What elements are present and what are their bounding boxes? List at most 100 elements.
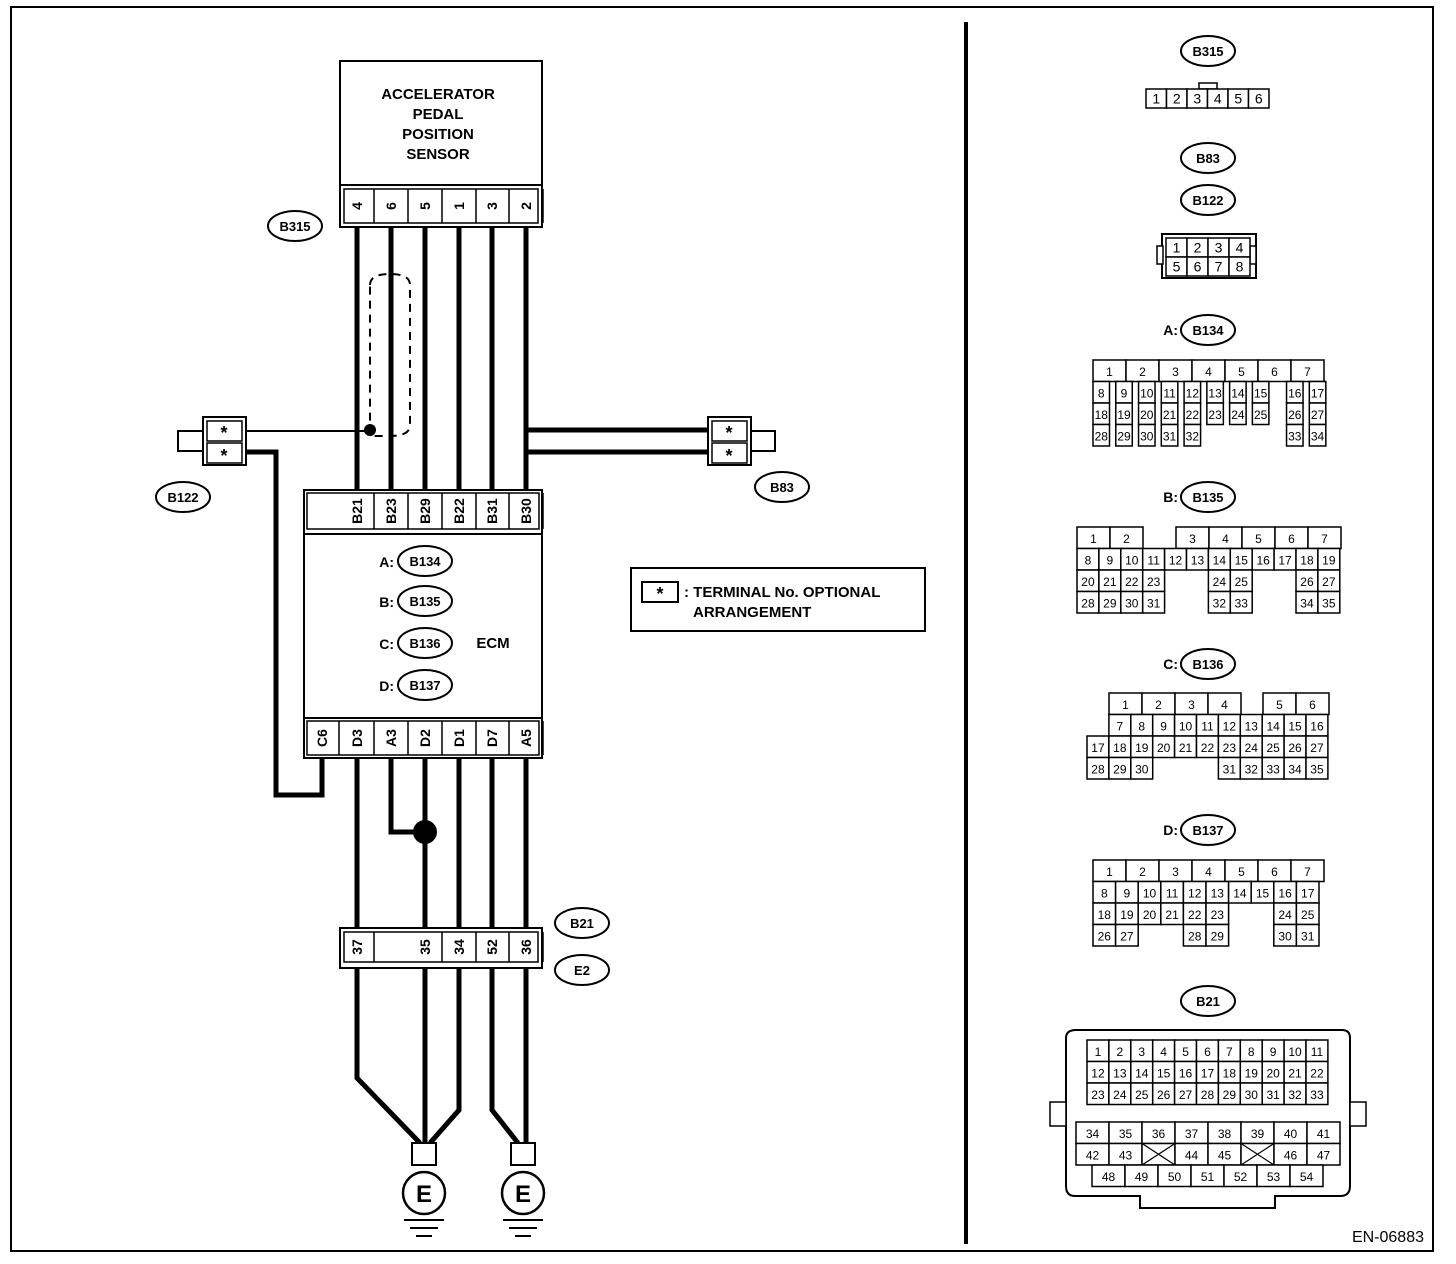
b21-pin-48: 48 [1091, 1164, 1126, 1188]
svg-text:6: 6 [1204, 1045, 1211, 1059]
svg-text:1: 1 [451, 202, 467, 210]
svg-text:1: 1 [1152, 91, 1160, 107]
svg-text:B135: B135 [409, 594, 440, 609]
joint-pin-35: 35 [417, 932, 443, 962]
svg-text:25: 25 [1235, 575, 1249, 589]
svg-text:37: 37 [1185, 1127, 1199, 1141]
b21-pin-37: 37 [1174, 1121, 1209, 1145]
b137-pin-21: 21 [1160, 902, 1185, 926]
b136-pin-32: 32 [1239, 756, 1263, 780]
svg-text:2: 2 [1173, 91, 1181, 107]
b83-connector: * * [707, 416, 776, 466]
b134-pin-26: 26 [1285, 402, 1304, 426]
svg-text:1: 1 [1090, 532, 1097, 546]
b134-pin-8: 8 [1092, 380, 1111, 404]
b135-pin-12: 12 [1163, 547, 1188, 571]
e2-connector-tag: E2 [554, 954, 610, 986]
svg-text:26: 26 [1300, 575, 1314, 589]
svg-text:23: 23 [1147, 575, 1161, 589]
svg-text:3: 3 [1172, 365, 1179, 379]
b21-pin-35: 35 [1108, 1121, 1143, 1145]
svg-text:52: 52 [1234, 1170, 1248, 1184]
sensor-ecm-wires [354, 227, 529, 490]
ecm-pin-B30: B30 [518, 493, 544, 529]
svg-text:2: 2 [1139, 865, 1146, 879]
svg-text:35: 35 [1310, 762, 1324, 776]
svg-text:13: 13 [1191, 553, 1205, 567]
svg-text:27: 27 [1179, 1088, 1193, 1102]
svg-text:23: 23 [1091, 1088, 1105, 1102]
b134-pin-1: 1 [1092, 359, 1127, 383]
b134-pin-22: 22 [1183, 402, 1202, 426]
b315-pin-1: 1 [1145, 88, 1168, 109]
ecm-pin-B23: B23 [383, 493, 409, 529]
b135-pin-1: 1 [1076, 526, 1111, 550]
svg-text:B122: B122 [1192, 193, 1223, 208]
svg-text:33: 33 [1235, 596, 1249, 610]
svg-text:19: 19 [1117, 408, 1131, 422]
b137-pin-28: 28 [1182, 923, 1207, 947]
b21-pin-44: 44 [1174, 1142, 1209, 1166]
joint-pin-37: 37 [349, 932, 375, 962]
b135-pin-15: 15 [1229, 547, 1253, 571]
b134-pin-30: 30 [1137, 423, 1156, 447]
svg-text:16: 16 [1278, 886, 1292, 900]
joint-pin-34: 34 [451, 932, 477, 962]
svg-text:20: 20 [1266, 1066, 1280, 1080]
svg-text:C6: C6 [314, 729, 330, 747]
b21-pin-25: 25 [1130, 1082, 1154, 1106]
svg-text:32: 32 [1186, 429, 1200, 443]
b135-pin-18: 18 [1295, 547, 1319, 571]
svg-text:A5: A5 [518, 729, 534, 747]
svg-text:5: 5 [1182, 1045, 1189, 1059]
svg-text:B29: B29 [417, 498, 433, 524]
svg-text:36: 36 [518, 939, 534, 955]
svg-text:20: 20 [1081, 575, 1095, 589]
svg-text:25: 25 [1135, 1088, 1149, 1102]
svg-text:31: 31 [1223, 762, 1237, 776]
b134-pin-17: 17 [1308, 380, 1327, 404]
b122-pin-3: 3 [1207, 237, 1230, 258]
svg-text:1: 1 [1106, 865, 1113, 879]
legend-line-1: : TERMINAL No. OPTIONAL [684, 584, 880, 601]
svg-text:17: 17 [1091, 741, 1105, 755]
svg-text:30: 30 [1245, 1088, 1259, 1102]
b21-pin-3: 3 [1130, 1039, 1154, 1063]
b135-pin-35: 35 [1317, 590, 1341, 614]
b134-pin-25: 25 [1251, 402, 1270, 426]
b135-pin-28: 28 [1076, 590, 1100, 614]
svg-text:B136: B136 [409, 636, 440, 651]
svg-text:18: 18 [1095, 408, 1109, 422]
svg-text:13: 13 [1211, 886, 1225, 900]
svg-text:8: 8 [1236, 259, 1244, 275]
b135-pin-29: 29 [1098, 590, 1122, 614]
svg-text:27: 27 [1311, 408, 1325, 422]
svg-text:26: 26 [1288, 741, 1302, 755]
svg-text:14: 14 [1266, 719, 1280, 733]
b134-pin-21: 21 [1160, 402, 1179, 426]
legend-line-2: ARRANGEMENT [693, 604, 811, 621]
b136-pin-33: 33 [1261, 756, 1285, 780]
b136-pin-12: 12 [1217, 713, 1242, 737]
svg-text:B21: B21 [570, 916, 594, 931]
svg-text:5: 5 [1238, 365, 1245, 379]
svg-text:15: 15 [1288, 719, 1302, 733]
svg-text:5: 5 [1255, 532, 1262, 546]
b30-to-b83-wire-lower [523, 449, 710, 490]
b135-pin-24: 24 [1207, 569, 1232, 593]
svg-text:1: 1 [1095, 1045, 1102, 1059]
svg-text:8: 8 [1098, 386, 1105, 400]
b136-pin-8: 8 [1130, 713, 1154, 737]
ecm-pin-D2: D2 [417, 721, 443, 755]
svg-text:22: 22 [1310, 1066, 1324, 1080]
b83-optional-pin-1: * [725, 423, 732, 443]
b21-pin-43: 43 [1108, 1142, 1143, 1166]
b137-pin-26: 26 [1092, 923, 1117, 947]
svg-text:15: 15 [1256, 886, 1270, 900]
b136-pin-24: 24 [1239, 735, 1263, 759]
svg-text:3: 3 [1138, 1045, 1145, 1059]
b137-pin-10: 10 [1137, 880, 1162, 904]
svg-text:2: 2 [1139, 365, 1146, 379]
svg-text:B83: B83 [770, 480, 794, 495]
